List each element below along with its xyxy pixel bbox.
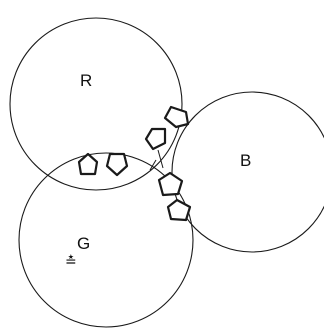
arrow-r-g-right bbox=[105, 152, 129, 177]
center-tick-2 bbox=[149, 159, 157, 171]
label-g: G bbox=[77, 234, 90, 253]
circle-r bbox=[9, 17, 183, 191]
arrow-b-g-upper bbox=[157, 171, 184, 197]
circle-g bbox=[18, 152, 194, 328]
label-b: B bbox=[240, 151, 251, 170]
arrow-r-b-lower bbox=[144, 127, 167, 151]
center-tick-1 bbox=[157, 149, 164, 169]
arrow-b-g-lower bbox=[166, 198, 192, 222]
circle-b bbox=[171, 91, 324, 253]
label-g-symbol: ≛ bbox=[65, 254, 77, 270]
label-r: R bbox=[80, 71, 92, 90]
arrow-r-g-left bbox=[77, 152, 99, 176]
arrow-r-b-upper bbox=[163, 105, 190, 129]
